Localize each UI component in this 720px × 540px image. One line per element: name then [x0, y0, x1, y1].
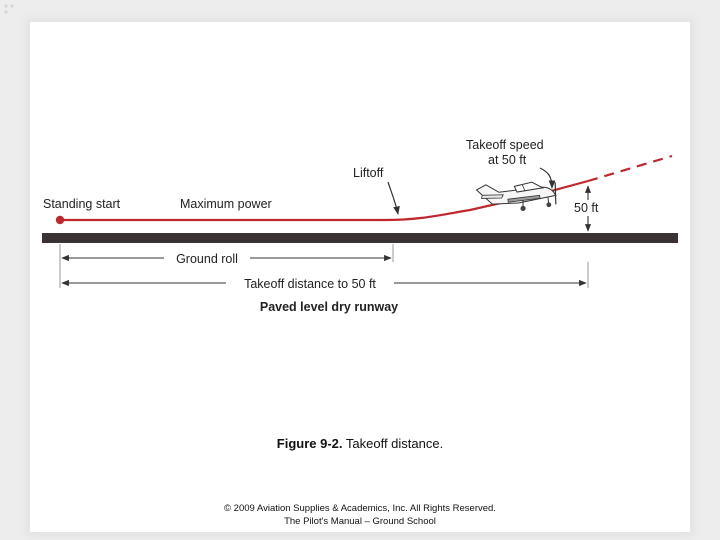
figure-caption-text: Takeoff distance. [342, 436, 444, 451]
figure-caption: Figure 9-2. Takeoff distance. [0, 436, 720, 451]
runway-bar [42, 233, 678, 243]
book-title-line: The Pilot's Manual – Ground School [284, 516, 436, 527]
flight-path-projection [587, 154, 673, 183]
copyright-line: © 2009 Aviation Supplies & Academics, In… [224, 503, 496, 514]
standing-start-dot [55, 215, 65, 225]
label-ground-roll: Ground roll [176, 252, 238, 266]
corner-dots-decoration [4, 4, 14, 14]
takeoff-speed-callout-arrow [539, 167, 556, 189]
copyright-credits: © 2009 Aviation Supplies & Academics, In… [0, 502, 720, 528]
slide-background [30, 22, 690, 532]
label-runway: Paved level dry runway [260, 300, 398, 314]
label-takeoff-speed-line2: at 50 ft [488, 153, 527, 167]
airplane-icon [475, 181, 557, 212]
label-takeoff-speed-line1: Takeoff speed [466, 138, 544, 152]
label-height-50ft: 50 ft [574, 201, 599, 215]
label-liftoff: Liftoff [353, 166, 384, 180]
label-takeoff-distance: Takeoff distance to 50 ft [244, 277, 376, 291]
flight-path [60, 179, 589, 222]
label-maximum-power: Maximum power [180, 197, 272, 211]
takeoff-distance-diagram: Standing start Maximum power Liftoff Tak… [42, 138, 678, 314]
liftoff-callout-arrow [387, 181, 400, 215]
label-standing-start: Standing start [43, 197, 121, 211]
figure-caption-label: Figure 9-2. [276, 436, 343, 451]
